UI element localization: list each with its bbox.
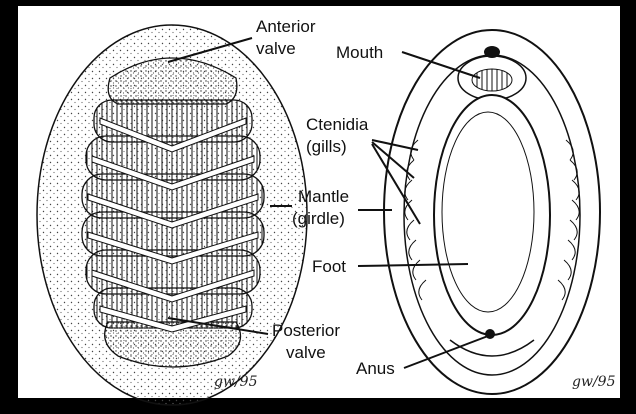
mouth-label: Mouth <box>336 43 383 62</box>
shell-plates <box>82 58 264 367</box>
posterior-label-line1: Posterior <box>272 321 340 340</box>
anterior-label-line1: Anterior <box>256 17 316 36</box>
ctenidia-label-line1: Ctenidia <box>306 115 369 134</box>
mantle-label-line1: Mantle <box>298 187 349 206</box>
ventral-view <box>384 30 600 394</box>
dorsal-view <box>37 25 307 405</box>
artist-signature-right: gw/95 <box>572 374 616 390</box>
posterior-label-line2: valve <box>286 343 326 362</box>
anterior-label-line2: valve <box>256 39 296 58</box>
anus-label: Anus <box>356 359 395 378</box>
foot-label: Foot <box>312 257 346 276</box>
mantle-label-line2: (girdle) <box>292 209 345 228</box>
artist-signature-left: gw/95 <box>214 374 258 390</box>
ctenidia-label-line2: (gills) <box>306 137 347 156</box>
